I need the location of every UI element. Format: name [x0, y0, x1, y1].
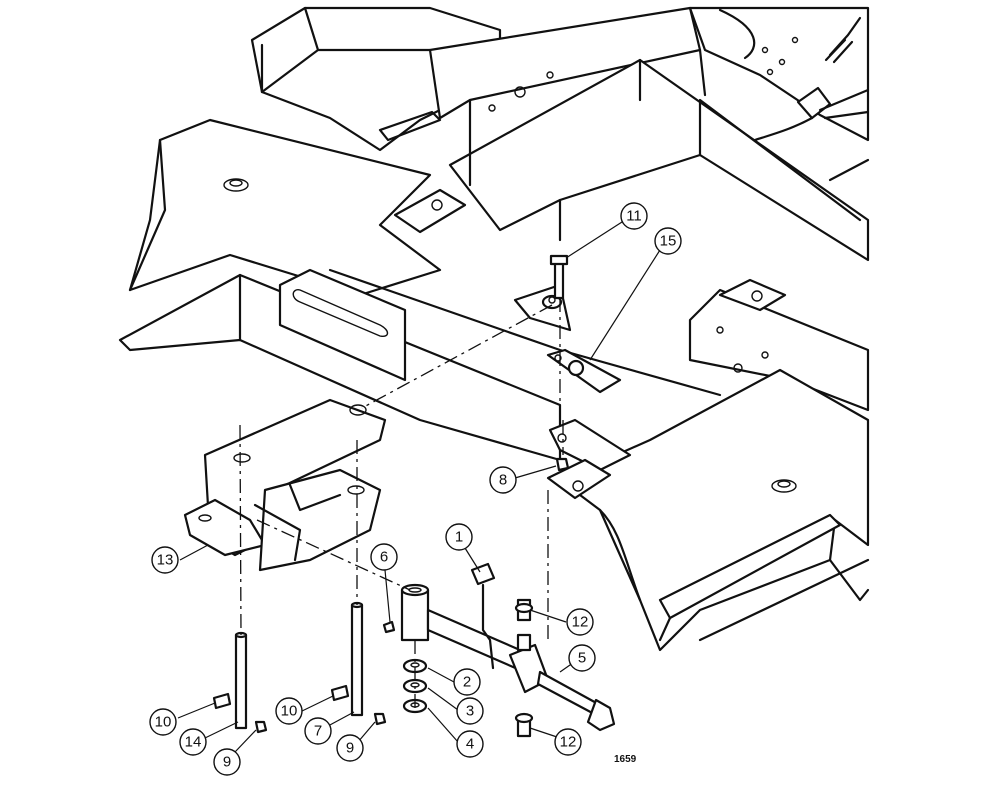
callout-14: 14	[179, 728, 207, 756]
part-6-pivot-tube	[382, 583, 522, 672]
callout-7: 7	[304, 717, 332, 745]
callout-8-label: 8	[499, 472, 507, 489]
callout-4: 4	[456, 730, 484, 758]
chassis-frame	[118, 6, 870, 652]
callout-3: 3	[456, 697, 484, 725]
callout-9b: 9	[336, 734, 364, 762]
part-13-hanger-bracket	[183, 398, 387, 572]
callout-3-label: 3	[466, 703, 474, 720]
callout-9a: 9	[213, 748, 241, 776]
callout-10b-label: 10	[281, 703, 298, 720]
callout-5-label: 5	[578, 650, 586, 667]
part-14-pin	[234, 631, 248, 730]
part-9-nut	[254, 712, 387, 734]
callout-1-label: 1	[455, 529, 463, 546]
callout-9b-label: 9	[346, 740, 354, 757]
part-7-pin	[350, 601, 364, 717]
callout-13-label: 13	[157, 552, 174, 569]
assembly-lines	[239, 298, 564, 712]
callout-1: 1	[445, 523, 473, 551]
callout-12a: 12	[566, 608, 594, 636]
callout-14-label: 14	[185, 734, 202, 751]
part-12-bushing-top	[514, 598, 534, 622]
callout-7-label: 7	[314, 723, 322, 740]
callout-12b-label: 12	[560, 734, 577, 751]
callout-9a-label: 9	[223, 754, 231, 771]
callout-2-label: 2	[463, 674, 471, 691]
part-12-bushing-bottom	[514, 712, 534, 738]
callout-6: 6	[370, 543, 398, 571]
callout-15-label: 15	[660, 233, 677, 250]
part-11-bolt	[549, 254, 569, 300]
figure-code: 1659	[614, 754, 637, 765]
callout-6-label: 6	[380, 549, 388, 566]
callout-8: 8	[489, 466, 517, 494]
callout-15: 15	[654, 227, 682, 255]
callout-13: 13	[151, 546, 179, 574]
callout-4-label: 4	[466, 736, 474, 753]
callout-12a-label: 12	[572, 614, 589, 631]
part-10-grease-fitting	[212, 684, 350, 710]
callout-10b: 10	[275, 697, 303, 725]
part-5-adjuster-rod	[508, 633, 616, 732]
callout-10a-label: 10	[155, 714, 172, 731]
callout-11-label: 11	[626, 208, 642, 225]
part-8-nut	[555, 457, 570, 472]
callout-2: 2	[453, 668, 481, 696]
callout-11: 11	[620, 202, 648, 230]
callout-12b: 12	[554, 728, 582, 756]
callout-5: 5	[568, 644, 596, 672]
callout-10a: 10	[149, 708, 177, 736]
